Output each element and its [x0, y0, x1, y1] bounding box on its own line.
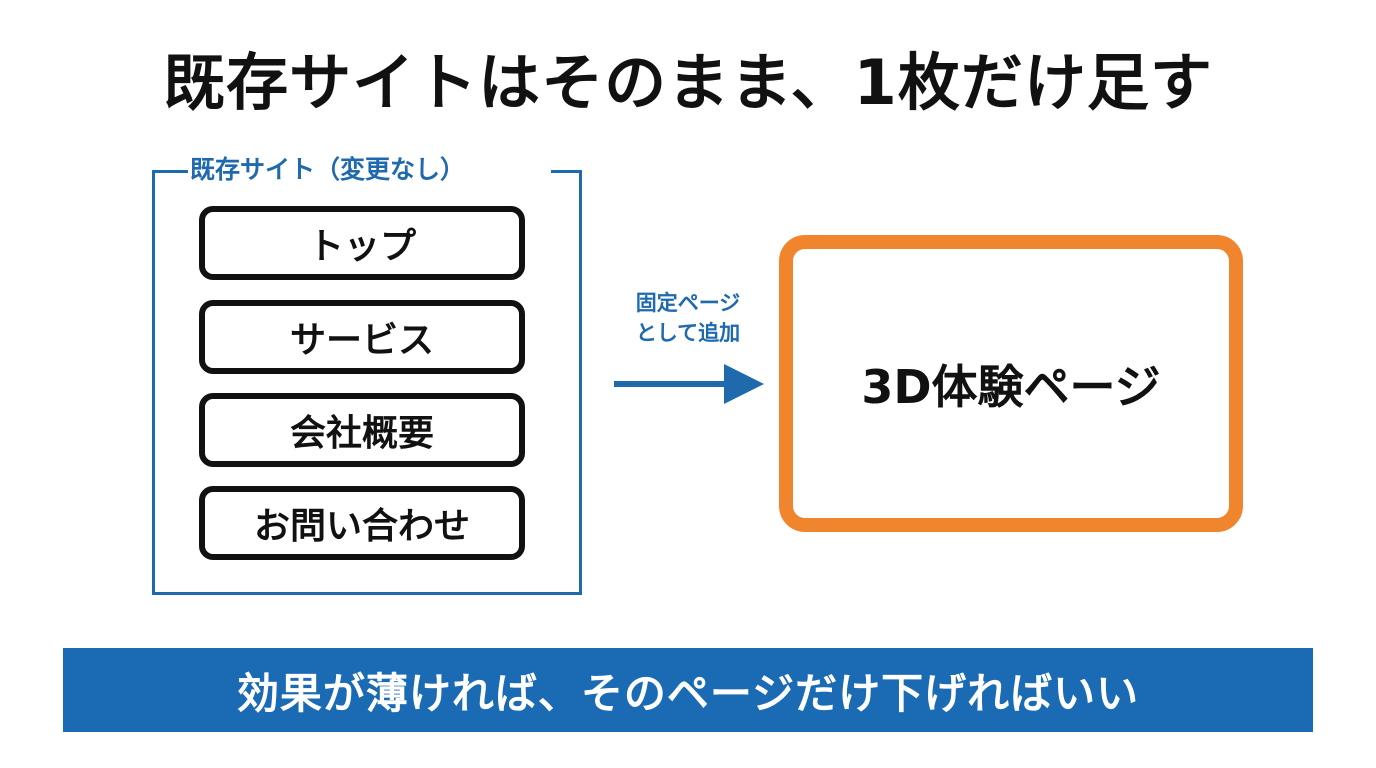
- right-arrow-icon: [614, 364, 764, 404]
- footer-banner-text: 効果が薄ければ、そのページだけ下げればいい: [236, 668, 1140, 718]
- page-item-company: 会社概要: [199, 393, 525, 467]
- arrow-label-line1: 固定ページ: [635, 291, 741, 315]
- page-item-top: トップ: [199, 206, 525, 280]
- page-item-service: サービス: [199, 300, 525, 374]
- footer-banner: 効果が薄ければ、そのページだけ下げればいい: [63, 648, 1313, 732]
- existing-site-label: 既存サイト（変更なし）: [190, 155, 466, 184]
- new-page-box: 3D体験ページ: [779, 235, 1243, 532]
- page-item-contact: お問い合わせ: [199, 486, 525, 560]
- existing-site-group: [152, 170, 582, 595]
- arrow-label-line2: として追加: [635, 321, 741, 345]
- new-page-label: 3D体験ページ: [861, 359, 1161, 414]
- existing-site-frame-top-right: [551, 170, 579, 173]
- page-title: 既存サイトはそのまま、1枚だけ足す: [163, 46, 1213, 119]
- arrow-label: 固定ページ として追加: [618, 288, 758, 348]
- arrow-head: [724, 364, 764, 404]
- existing-site-frame-top-left: [152, 170, 188, 173]
